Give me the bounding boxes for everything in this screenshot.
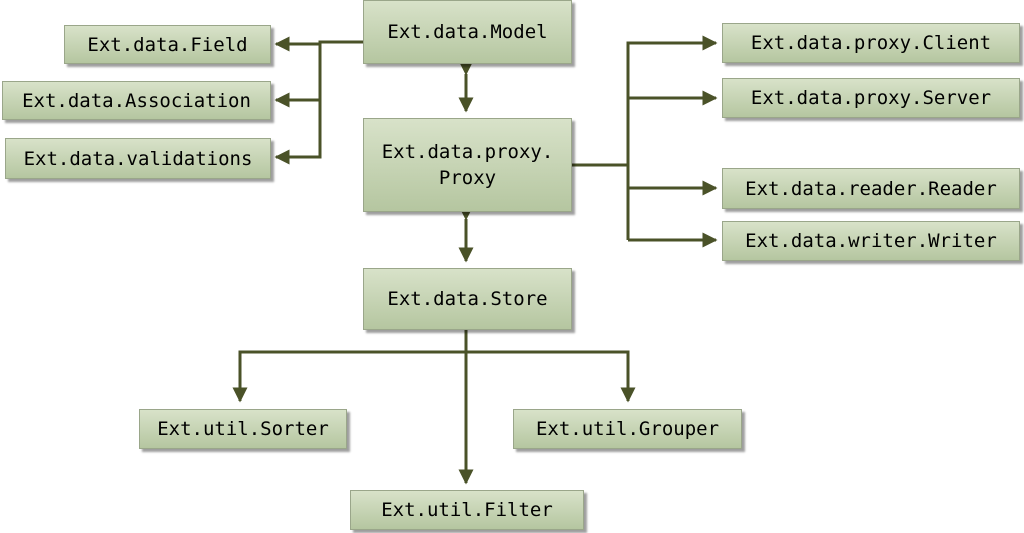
edge-store-sorter [232, 350, 492, 403]
edge-store-grouper [466, 350, 636, 403]
node-writer: Ext.data.writer.Writer [722, 221, 1020, 261]
edge-model-validations [274, 100, 322, 165]
node-proxy-label-line2: Proxy [438, 167, 497, 189]
node-filter: Ext.util.Filter [350, 490, 584, 530]
node-association: Ext.data.Association [2, 81, 271, 120]
node-filter-label: Ext.util.Filter [381, 499, 553, 521]
node-validations: Ext.data.validations [5, 138, 271, 179]
node-proxy-client: Ext.data.proxy.Client [722, 23, 1020, 63]
node-proxy-server: Ext.data.proxy.Server [722, 78, 1020, 118]
node-validations-label: Ext.data.validations [23, 147, 253, 170]
edge-model-field [274, 36, 363, 52]
node-field-label: Ext.data.Field [87, 33, 248, 56]
node-writer-label: Ext.data.writer.Writer [745, 230, 997, 252]
node-field: Ext.data.Field [64, 25, 271, 64]
node-model-label: Ext.data.Model [387, 21, 548, 43]
edge-proxy-client [626, 35, 718, 240]
node-grouper-label: Ext.util.Grouper [535, 418, 720, 440]
node-proxy-label-line1: Ext.data.proxy. [381, 141, 554, 163]
node-model: Ext.data.Model [363, 0, 572, 64]
node-store-label: Ext.data.Store [387, 288, 548, 310]
node-store: Ext.data.Store [363, 268, 572, 330]
edge-model-association [274, 44, 322, 108]
node-reader-label: Ext.data.reader.Reader [745, 177, 997, 200]
node-sorter: Ext.util.Sorter [139, 409, 347, 449]
node-sorter-label: Ext.util.Sorter [157, 418, 329, 440]
node-proxy: Ext.data.proxy. Proxy [363, 118, 572, 212]
node-grouper: Ext.util.Grouper [513, 409, 742, 449]
node-proxy-server-label: Ext.data.proxy.Server [750, 87, 992, 109]
node-proxy-client-label: Ext.data.proxy.Client [750, 32, 992, 54]
node-association-label: Ext.data.Association [22, 89, 251, 112]
node-reader: Ext.data.reader.Reader [722, 168, 1020, 209]
